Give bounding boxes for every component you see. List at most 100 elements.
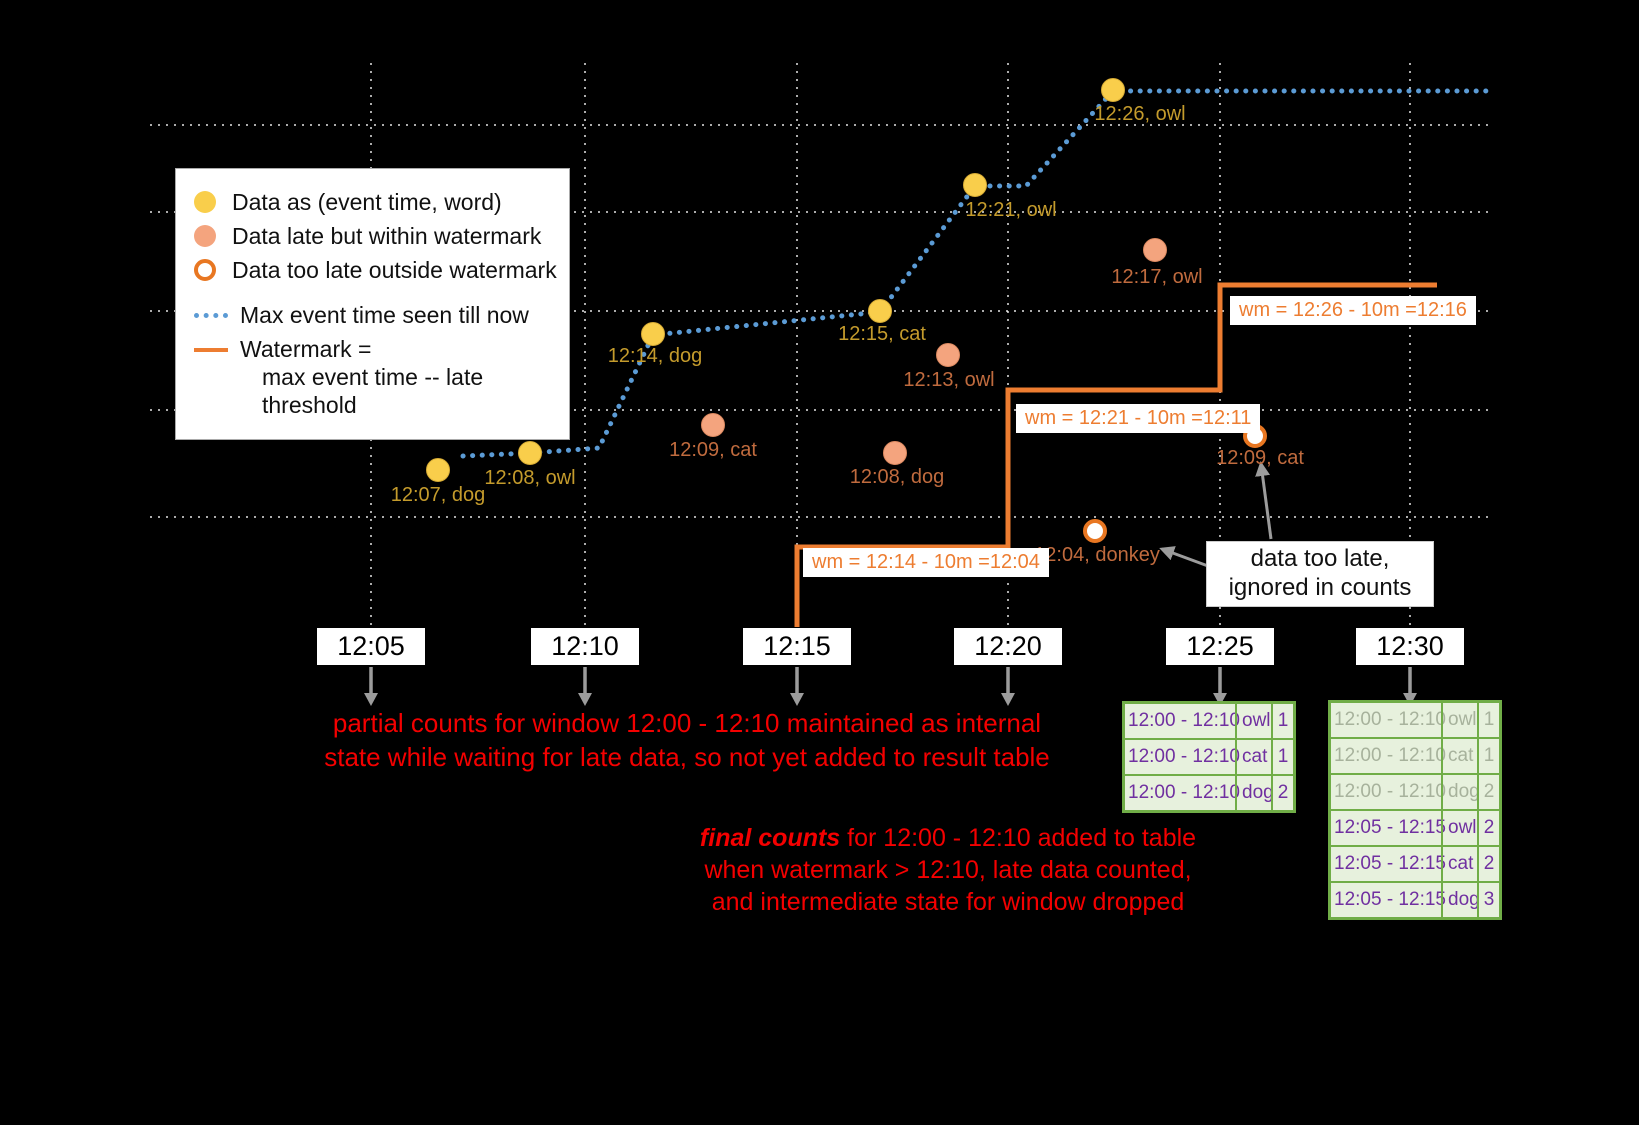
cell-word: dog (1235, 776, 1274, 810)
yellow-dot-icon (194, 191, 216, 213)
dotted-line-icon (194, 312, 228, 318)
partial-counts-line2: state while waiting for late data, so no… (324, 742, 1050, 772)
table-row: 12:05 - 12:15 cat 2 (1331, 845, 1499, 881)
cell-word: dog (1441, 883, 1480, 917)
too-late-note-line1: data too late, (1250, 545, 1390, 572)
cell-word: dog (1441, 775, 1480, 809)
point-label: 12:26, owl (1094, 103, 1186, 125)
cell-count: 3 (1477, 883, 1499, 917)
point-12-15-cat (868, 299, 892, 323)
point-label: 12:08, owl (484, 467, 576, 489)
point-label: 12:14, dog (607, 345, 703, 367)
legend-item-on-time: Data as (event time, word) (194, 188, 559, 216)
table-row: 12:00 - 12:10 owl 1 (1331, 703, 1499, 737)
point-12-26-owl (1101, 78, 1125, 102)
legend-label: Data as (event time, word) (232, 189, 502, 215)
point-label: 12:09, cat (1216, 447, 1304, 469)
cell-word: cat (1441, 739, 1477, 773)
cell-count: 1 (1271, 740, 1293, 774)
cell-word: owl (1441, 811, 1477, 845)
cell-window: 12:00 - 12:10 (1334, 709, 1446, 730)
watermark-label-3: wm = 12:26 - 10m =12:16 (1230, 296, 1476, 325)
result-table-1: 12:00 - 12:10 owl 1 12:00 - 12:10 cat 1 … (1122, 701, 1296, 813)
final-counts-line3: and intermediate state for window droppe… (711, 888, 1185, 916)
point-12-07-dog (426, 458, 450, 482)
point-late-12-09-cat (701, 413, 725, 437)
cell-word: owl (1235, 704, 1271, 738)
point-toolate-12-04-donkey (1083, 519, 1107, 543)
table-row: 12:00 - 12:10 cat 1 (1331, 737, 1499, 773)
point-label: 12:08, dog (849, 466, 945, 488)
legend-label-line2: max event time -- late threshold (262, 364, 484, 418)
point-late-12-08-dog (883, 441, 907, 465)
point-12-08-owl (518, 441, 542, 465)
point-late-12-17-owl (1143, 238, 1167, 262)
final-counts-line2: when watermark > 12:10, late data counte… (704, 856, 1192, 884)
point-label: 12:15, cat (838, 323, 926, 345)
cell-window: 12:00 - 12:10 (1334, 745, 1446, 766)
cell-window: 12:05 - 12:15 (1334, 853, 1446, 874)
cell-word: cat (1235, 740, 1271, 774)
table-row: 12:00 - 12:10 cat 1 (1125, 738, 1293, 774)
cell-count: 2 (1477, 847, 1499, 881)
table-row: 12:00 - 12:10 owl 1 (1125, 704, 1293, 738)
partial-counts-line1: partial counts for window 12:00 - 12:10 … (332, 708, 1042, 738)
axis-tick-arrows (364, 667, 1417, 706)
watermark-step-line (794, 282, 1437, 627)
tick-12-15: 12:15 (743, 628, 851, 665)
table-row: 12:05 - 12:15 dog 3 (1331, 881, 1499, 917)
cell-count: 2 (1271, 776, 1293, 810)
final-counts-lead: final counts (699, 824, 841, 852)
legend-label-line1: Watermark = (240, 336, 372, 362)
too-late-pointer-arrows (1159, 461, 1273, 568)
result-table-2: 12:00 - 12:10 owl 1 12:00 - 12:10 cat 1 … (1328, 700, 1502, 920)
table-row: 12:05 - 12:15 owl 2 (1331, 809, 1499, 845)
tick-12-25: 12:25 (1166, 628, 1274, 665)
legend-item-late: Data late but within watermark (194, 222, 559, 250)
cell-window: 12:05 - 12:15 (1334, 817, 1446, 838)
cell-window: 12:00 - 12:10 (1128, 782, 1240, 803)
final-counts-rest: for 12:00 - 12:10 added to table (847, 824, 1197, 852)
point-label: 12:04, donkey (1034, 544, 1160, 566)
too-late-note: data too late, ignored in counts (1206, 541, 1434, 607)
point-label: 12:21, owl (965, 199, 1057, 221)
cell-count: 1 (1477, 739, 1499, 773)
point-12-14-dog (641, 322, 665, 346)
point-12-21-owl (963, 173, 987, 197)
cell-count: 1 (1477, 703, 1499, 737)
solid-line-icon (194, 348, 228, 352)
tick-12-20: 12:20 (954, 628, 1062, 665)
tick-12-30: 12:30 (1356, 628, 1464, 665)
tick-12-10: 12:10 (531, 628, 639, 665)
partial-counts-note: partial counts for window 12:00 - 12:10 … (324, 706, 1050, 774)
point-label: 12:09, cat (669, 439, 757, 461)
legend-item-too-late: Data too late outside watermark (194, 256, 559, 284)
table-row: 12:00 - 12:10 dog 2 (1125, 774, 1293, 810)
watermark-label-1: wm = 12:14 - 10m =12:04 (803, 548, 1049, 577)
legend-item-max-event-line: Max event time seen till now (194, 301, 559, 329)
cell-count: 1 (1271, 704, 1293, 738)
cell-count: 2 (1477, 811, 1499, 845)
data-points (426, 78, 1267, 543)
point-late-12-13-owl (936, 343, 960, 367)
legend-item-watermark: Watermark = max event time -- late thres… (194, 335, 559, 419)
point-label: 12:13, owl (903, 369, 995, 391)
too-late-note-line2: ignored in counts (1228, 574, 1412, 601)
point-label: 12:17, owl (1111, 266, 1203, 288)
watermark-label-2: wm = 12:21 - 10m =12:11 (1016, 404, 1261, 433)
table-row: 12:00 - 12:10 dog 2 (1331, 773, 1499, 809)
cell-word: owl (1441, 703, 1477, 737)
legend-label: Data late but within watermark (232, 223, 542, 249)
salmon-dot-icon (194, 225, 216, 247)
cell-window: 12:00 - 12:10 (1128, 710, 1240, 731)
cell-window: 12:00 - 12:10 (1128, 746, 1240, 767)
point-label: 12:07, dog (390, 484, 486, 506)
legend-label: Max event time seen till now (240, 302, 529, 328)
hollow-dot-icon (194, 259, 216, 281)
cell-window: 12:05 - 12:15 (1334, 889, 1446, 910)
cell-word: cat (1441, 847, 1477, 881)
max-event-time-line (460, 88, 1494, 459)
legend-label: Data too late outside watermark (232, 257, 557, 283)
